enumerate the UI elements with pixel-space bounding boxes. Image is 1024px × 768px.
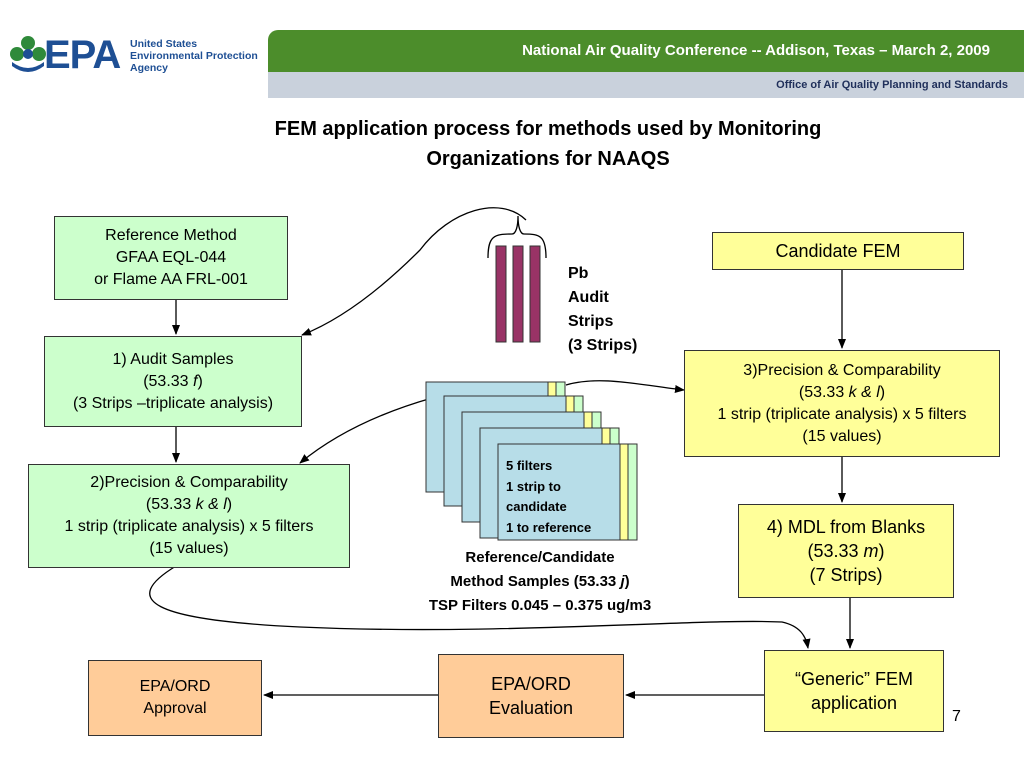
filter-stack [425, 381, 638, 541]
mdl-blanks-box: 4) MDL from Blanks (53.33 m) (7 Strips) [738, 504, 954, 598]
audit-samples-line-2: (53.33 f) [143, 372, 203, 390]
precision-right-line-4: (15 values) [802, 427, 882, 445]
reference-method-line-1: Reference Method [105, 227, 237, 244]
strips-label-line-4: (3 Strips) [568, 337, 638, 354]
precision-right-line-1: 3)Precision & Comparability [743, 361, 941, 379]
precision-right-line-2: (53.33 k & l) [798, 383, 886, 401]
mdl-line-1: 4) MDL from Blanks [766, 517, 926, 537]
arrow-samples-to-precision-left [299, 397, 433, 464]
strips-label-line-2: Audit [568, 289, 609, 306]
audit-strip-3 [529, 245, 541, 343]
conference-title: National Air Quality Conference -- Addis… [522, 42, 990, 59]
precision-right-line-3: 1 strip (triplicate analysis) x 5 filter… [717, 405, 967, 423]
candidate-fem-label: Candidate FEM [775, 241, 901, 261]
precision-left-line-4: (15 values) [149, 540, 229, 557]
header-subbar [268, 72, 1024, 98]
epa-logo [8, 30, 270, 80]
precision-left-line-1: 2)Precision & Comparability [90, 474, 288, 491]
samples-label-line-1: Reference/Candidate [465, 549, 615, 566]
generic-fem-line-2: application [810, 693, 898, 713]
audit-samples-box: 1) Audit Samples (53.33 f) (3 Strips –tr… [44, 336, 302, 427]
audit-strip-2 [512, 245, 524, 343]
arrow-strips-to-audit [301, 207, 527, 336]
epa-ord-evaluation-box: EPA/ORD Evaluation [438, 654, 624, 738]
filters-label-line-3: candidate [506, 499, 567, 514]
office-name: Office of Air Quality Planning and Stand… [776, 79, 1008, 91]
agency-name: United States Environmental Protection A… [130, 38, 258, 74]
reference-method-box: Reference Method GFAA EQL-044 or Flame A… [54, 216, 288, 300]
title-line-1: FEM application process for methods used… [274, 118, 822, 140]
strips-brace [487, 215, 547, 259]
approval-line-1: EPA/ORD [139, 678, 211, 695]
filters-label: 5 filters 1 strip to candidate 1 to refe… [506, 456, 591, 538]
epa-wordmark: EPA [44, 33, 121, 77]
title-line-2: Organizations for NAAQS [426, 148, 670, 170]
strips-label-line-1: Pb [568, 265, 589, 282]
filters-label-line-1: 5 filters [506, 458, 553, 473]
audit-samples-line-3: (3 Strips –triplicate analysis) [72, 394, 274, 412]
audit-strips-label: Pb Audit Strips (3 Strips) [568, 262, 637, 358]
slide-title: FEM application process for methods used… [150, 114, 946, 174]
epa-ord-approval-box: EPA/ORD Approval [88, 660, 262, 736]
evaluation-line-2: Evaluation [488, 698, 574, 718]
reference-method-line-3: or Flame AA FRL-001 [94, 271, 248, 288]
samples-label-line-2: Method Samples (53.33 j) [450, 573, 630, 590]
filter-card-5 [497, 443, 621, 541]
agency-line-1: United States [130, 38, 198, 50]
header-bar [268, 30, 1024, 72]
samples-label-line-3: TSP Filters 0.045 – 0.375 ug/m3 [428, 597, 652, 614]
approval-line-2: Approval [143, 700, 207, 717]
candidate-fem-box: Candidate FEM [712, 232, 964, 270]
agency-line-3: Agency [130, 62, 168, 74]
generic-fem-box: “Generic” FEM application [764, 650, 944, 732]
audit-strip-1 [495, 245, 507, 343]
arrow-precision-to-generic [149, 565, 811, 649]
precision-left-line-3: 1 strip (triplicate analysis) x 5 filter… [64, 518, 314, 535]
arrow-samples-to-precision-right [565, 380, 685, 393]
epa-flower-icon [10, 36, 46, 72]
audit-samples-line-1: 1) Audit Samples [112, 350, 234, 368]
filters-label-line-2: 1 strip to [506, 478, 561, 494]
mdl-line-3: (7 Strips) [809, 565, 883, 585]
agency-line-2: Environmental Protection [130, 50, 258, 62]
mdl-line-2: (53.33 m) [807, 541, 885, 561]
page-number: 7 [952, 708, 961, 725]
evaluation-line-1: EPA/ORD [491, 674, 571, 694]
precision-comparability-left-box: 2)Precision & Comparability (53.33 k & l… [28, 464, 350, 568]
strips-label-line-3: Strips [568, 313, 614, 330]
generic-fem-line-1: “Generic” FEM [794, 669, 913, 689]
filters-label-line-4: 1 to reference [506, 519, 592, 535]
precision-comparability-right-box: 3)Precision & Comparability (53.33 k & l… [684, 350, 1000, 457]
reference-method-line-2: GFAA EQL-044 [115, 249, 227, 266]
samples-label: Reference/Candidate Method Samples (53.3… [370, 546, 710, 618]
precision-left-line-2: (53.33 k & l) [145, 496, 233, 513]
